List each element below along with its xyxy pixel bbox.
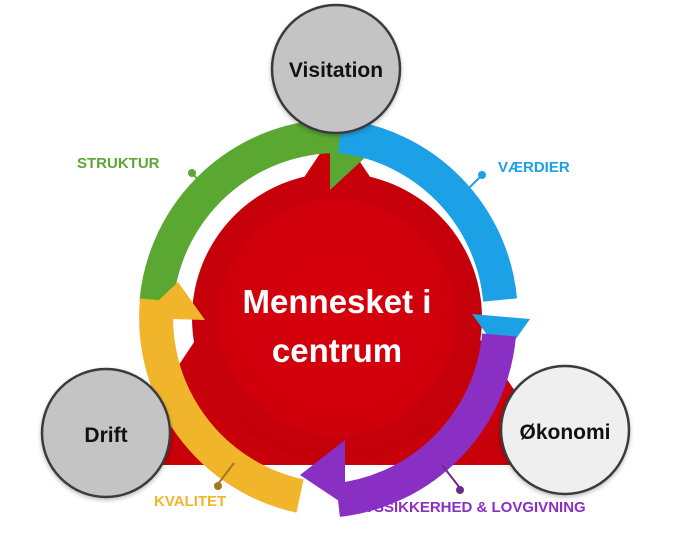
node-drift xyxy=(40,367,172,499)
center-title-line1: Mennesket i xyxy=(243,283,432,320)
leader-dot-kvalitet xyxy=(214,482,222,490)
leader-line-vaerdier xyxy=(461,174,483,196)
arrowhead-kvalitet xyxy=(140,282,205,320)
label-kvalitet: KVALITET xyxy=(154,493,226,510)
node-drift-label: Drift xyxy=(84,424,127,447)
node-visitation-label: Visitation xyxy=(289,59,383,82)
center-title-line2: centrum xyxy=(272,332,402,369)
leader-dot-retssikkerhed xyxy=(456,486,464,494)
ring-arc-struktur xyxy=(139,119,338,304)
center-disc-inner xyxy=(219,200,455,436)
ring-arc-vaerdier xyxy=(337,119,518,302)
ring-arc-kvalitet xyxy=(139,298,304,513)
ring-arc-retssikkerhed xyxy=(335,333,516,517)
node-okonomi xyxy=(499,364,631,496)
label-vaerdier: VÆRDIER xyxy=(498,159,570,176)
label-struktur: STRUKTUR xyxy=(77,155,160,172)
leader-line-struktur xyxy=(191,172,213,196)
leader-line-retssikkerhed xyxy=(441,464,461,489)
node-visitation xyxy=(270,3,402,135)
node-okonomi-label: Økonomi xyxy=(519,421,610,444)
leader-line-kvalitet xyxy=(217,462,235,485)
arrowhead-retssikkerhed xyxy=(300,440,345,505)
leader-dot-struktur xyxy=(188,169,196,177)
leader-dot-vaerdier xyxy=(478,171,486,179)
label-retssikkerhed: RETSSIKKERHED & LOVGIVNING xyxy=(344,499,586,516)
